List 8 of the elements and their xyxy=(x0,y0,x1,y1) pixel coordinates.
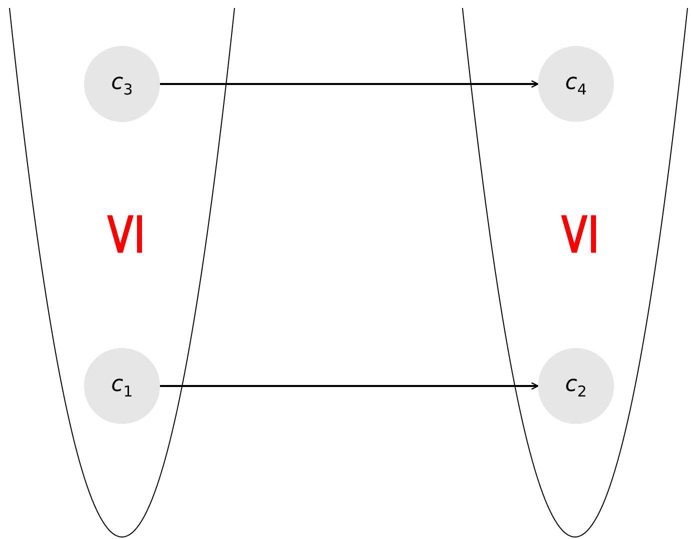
node-label: c$_{2}$ xyxy=(565,372,587,400)
node-label: c$_{4}$ xyxy=(565,70,587,98)
relation-symbol: ≤ xyxy=(546,208,606,260)
node-label: c$_{3}$ xyxy=(111,70,133,98)
node-label: c$_{1}$ xyxy=(111,372,133,400)
relation-symbol: ≤ xyxy=(92,208,152,260)
arrow xyxy=(160,80,539,88)
arrow xyxy=(160,382,539,390)
